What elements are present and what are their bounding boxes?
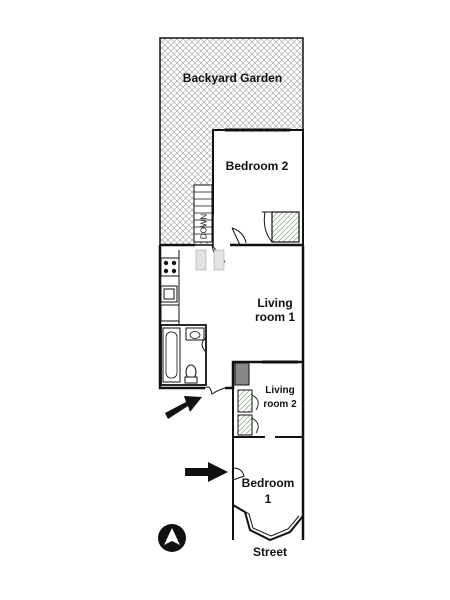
rear-step-left — [195, 249, 207, 271]
stairs — [193, 184, 213, 243]
compass-icon — [158, 524, 186, 552]
closet-1 — [237, 389, 253, 413]
bathroom — [160, 324, 207, 386]
stairs-down-label: DOWN — [199, 213, 209, 240]
bedroom-2-door — [231, 227, 247, 246]
living-room-1-label: Living room 1 — [254, 296, 295, 324]
living-room-2-label: Living room 2 — [263, 385, 297, 410]
bedroom-2-label: Bedroom 2 — [225, 159, 289, 173]
stove — [160, 257, 180, 277]
closet-2 — [237, 414, 253, 436]
backyard-garden-label: Backyard Garden — [182, 71, 283, 85]
fridge — [160, 304, 180, 322]
entry-arrow-lower — [185, 462, 228, 482]
rear-step-right — [213, 249, 225, 271]
closet-doors — [251, 394, 259, 434]
street-label: Street — [252, 545, 287, 559]
living-room-2-walls — [232, 362, 303, 540]
entry-arrow-upper — [165, 396, 202, 419]
main-entry-door — [204, 386, 226, 395]
bedroom-1-label: Bedroom 1 — [241, 476, 295, 506]
column — [234, 362, 250, 386]
bedroom-2-closet — [271, 211, 300, 243]
kitchen-sink — [160, 285, 178, 303]
bedroom-1-door — [232, 467, 245, 481]
closet-door-swing — [262, 211, 273, 243]
